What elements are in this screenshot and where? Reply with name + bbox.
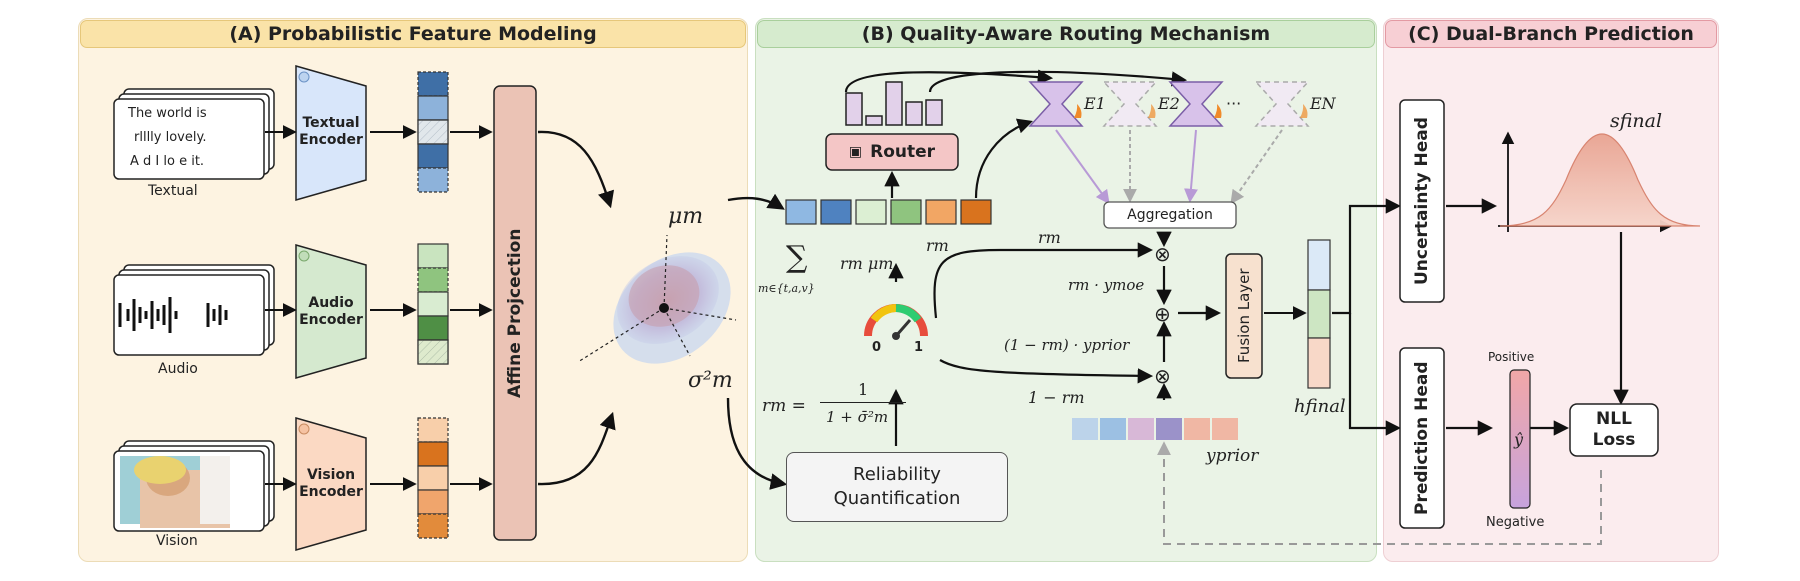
gauge	[864, 304, 928, 340]
one-minus-rm-yprior-label: (1 − rm) · yprior	[1004, 336, 1130, 354]
prior-token-row	[1072, 418, 1238, 440]
reliability-box: Reliability Quantification	[786, 452, 1008, 522]
h-final-column	[1307, 239, 1331, 389]
rm-ymoe-label: rm · ymoe	[1068, 276, 1145, 294]
expert-e2-label: E2	[1158, 94, 1180, 113]
panel-c-title: (C) Dual-Branch Prediction	[1385, 20, 1717, 48]
audio-waveform	[118, 297, 228, 333]
h-final-label: hfinal	[1294, 396, 1346, 417]
rm-top-label: rm	[1038, 228, 1061, 247]
y-hat-label: ŷ	[1514, 430, 1524, 449]
panel-a-title: (A) Probabilistic Feature Modeling	[80, 20, 746, 48]
audio-encoder-label: Audio Encoder	[299, 295, 363, 328]
fusion-layer-label: Fusion Layer	[1235, 268, 1253, 364]
textual-feature-column	[417, 71, 449, 193]
fusion-layer-box	[1225, 253, 1263, 379]
sigma-m-label: σ²m	[688, 368, 733, 393]
one-minus-rm-label: 1 − rm	[1028, 388, 1085, 407]
textual-card-line-2: rlllly lovely.	[134, 130, 207, 145]
expert-e2	[1102, 81, 1158, 127]
expert-dots: ···	[1226, 94, 1242, 113]
sum-symbol: ∑	[786, 240, 808, 275]
gauge-max: 1	[914, 340, 924, 355]
audio-caption: Audio	[158, 361, 198, 377]
textual-card-stack	[113, 88, 275, 180]
expert-e1	[1028, 81, 1084, 127]
router-text: Router	[870, 142, 936, 162]
vision-feature-column	[417, 417, 449, 539]
prediction-head-label: Prediction Head	[1412, 361, 1432, 515]
nll-line-1: NLL	[1596, 409, 1632, 429]
textual-encoder-shape	[295, 65, 367, 201]
gauge-min: 0	[872, 340, 882, 355]
otimes-top: ⊗	[1154, 242, 1171, 266]
audio-encoder-shape	[295, 244, 367, 379]
vision-encoder-label: Vision Encoder	[299, 467, 363, 500]
affine-projection-label: Affine Projcection	[505, 228, 525, 398]
router-label: ▣ Router	[826, 134, 958, 170]
expert-e-mid	[1168, 81, 1224, 127]
reliability-line-2: Quantification	[833, 488, 961, 509]
vision-encoder-shape	[295, 417, 367, 551]
gaussian-distribution	[577, 234, 737, 364]
uncertainty-head-box	[1399, 99, 1445, 303]
positive-label: Positive	[1488, 350, 1535, 364]
rm-eq-fraction-bar	[820, 402, 906, 403]
s-final-label: sfinal	[1610, 110, 1663, 132]
y-prior-label: yprior	[1206, 446, 1259, 466]
panel-b-title: (B) Quality-Aware Routing Mechanism	[757, 20, 1375, 48]
audio-feature-column	[417, 243, 449, 365]
textual-card-line-1: The world is	[128, 106, 207, 121]
rm-eq-lhs: rm =	[762, 396, 806, 416]
router-box	[825, 133, 959, 171]
expert-en-label: EN	[1310, 94, 1336, 113]
prediction-head-box	[1399, 347, 1445, 529]
nll-line-2: Loss	[1592, 430, 1636, 450]
rm-mu-label: rm μm	[840, 254, 894, 273]
otimes-bottom: ⊗	[1154, 364, 1171, 388]
reliability-line-1: Reliability	[853, 464, 941, 485]
textual-card-line-3: A d I lo e it.	[130, 154, 205, 169]
feedback-dashed-loop	[1157, 441, 1602, 545]
affine-projection-bar	[493, 85, 537, 541]
vision-caption: Vision	[156, 533, 198, 549]
router-icon: ▣	[848, 144, 863, 160]
mu-m-label: μm	[668, 204, 704, 229]
sum-subscript: m∈{t,a,v}	[758, 282, 815, 295]
textual-encoder-label: Textual Encoder	[299, 115, 363, 148]
expert-en	[1254, 81, 1310, 127]
rm-eq-numerator: 1	[858, 380, 869, 399]
bell-curve	[1499, 133, 1701, 227]
uncertainty-head-label: Uncertainty Head	[1412, 117, 1432, 285]
router-histogram	[845, 81, 943, 126]
aggregation-box	[1103, 201, 1237, 229]
textual-caption: Textual	[148, 183, 198, 199]
audio-card-stack	[113, 264, 275, 356]
nll-loss-box	[1569, 403, 1659, 457]
rm-eq-denominator: 1 + σ̄²m	[826, 408, 889, 426]
expert-e1-label: E1	[1084, 94, 1106, 113]
nll-loss-label: NLL Loss	[1570, 404, 1658, 456]
fused-token-row	[785, 199, 992, 225]
aggregation-label: Aggregation	[1127, 207, 1213, 223]
y-hat-bar	[1509, 369, 1531, 509]
oplus: ⊕	[1154, 302, 1171, 326]
rm-label: rm	[926, 236, 949, 255]
negative-label: Negative	[1486, 515, 1545, 530]
vision-card-stack	[113, 440, 275, 532]
